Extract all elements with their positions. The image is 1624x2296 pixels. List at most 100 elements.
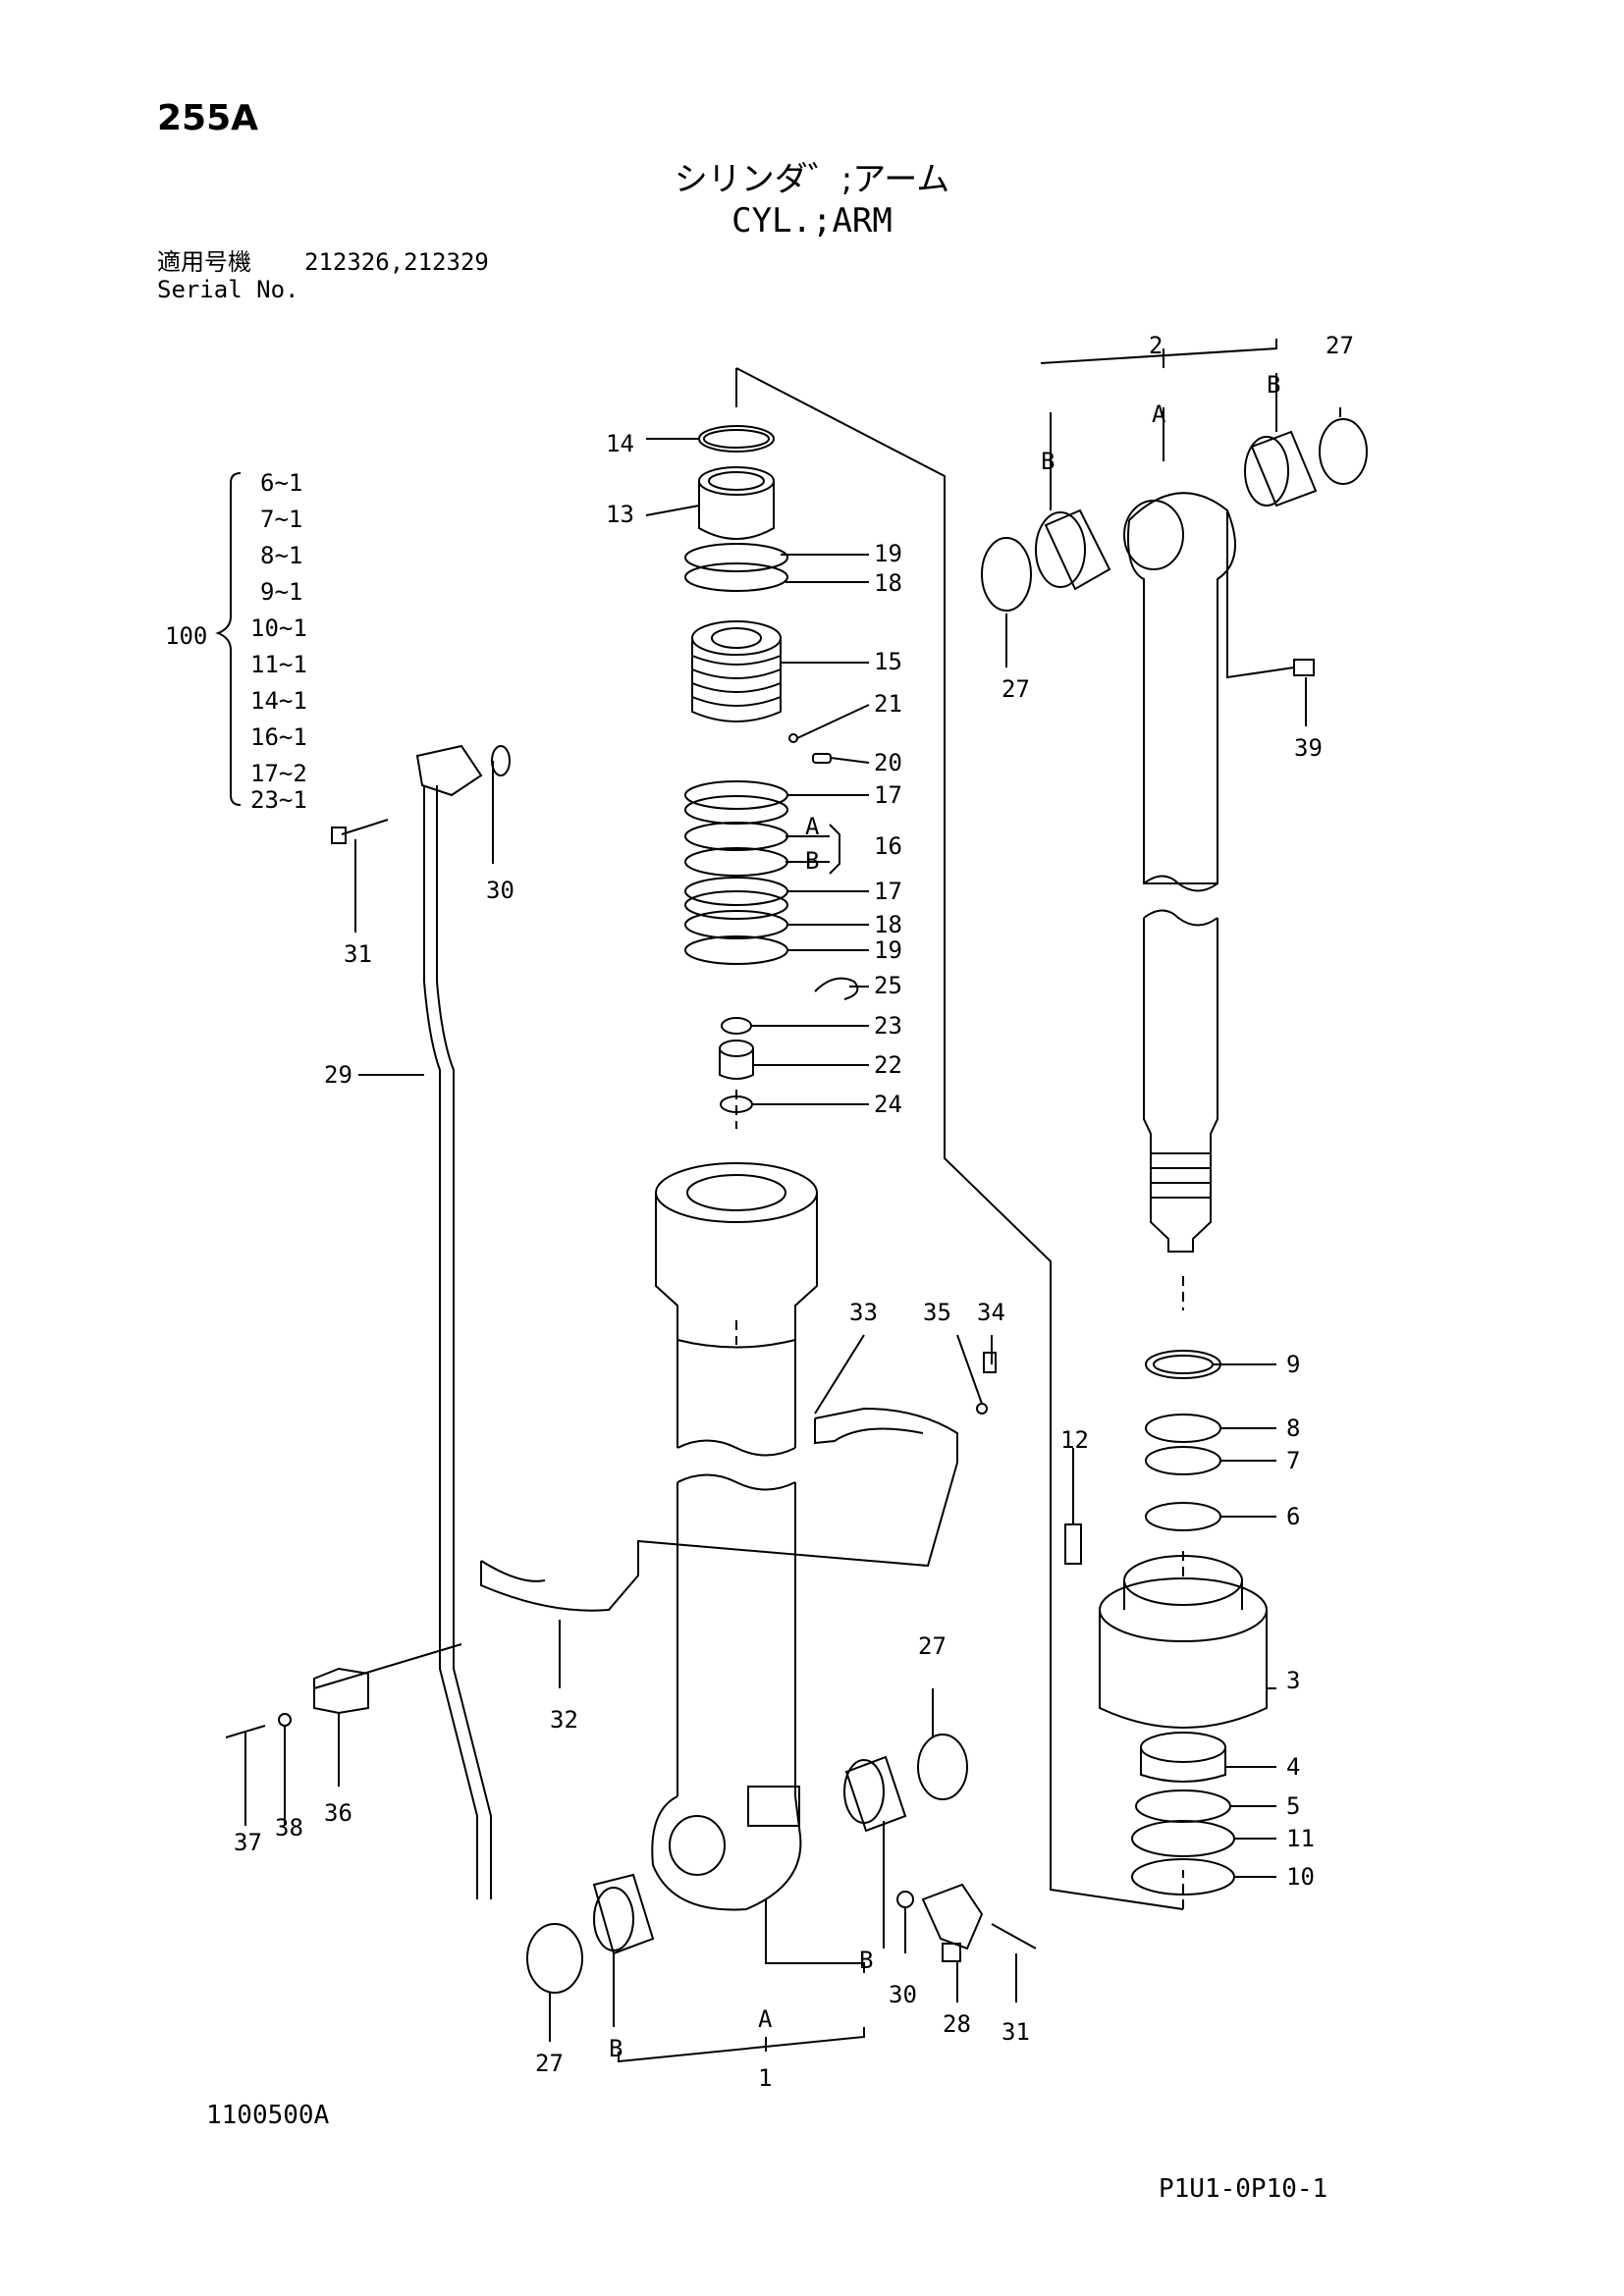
kit-item: 23~1 bbox=[250, 786, 307, 814]
grease-fitting-39 bbox=[1293, 659, 1315, 676]
bushing-b-bottom-left bbox=[592, 1873, 655, 1955]
clamp-33 bbox=[814, 1407, 958, 1463]
callout-18: 18 bbox=[874, 911, 902, 938]
callout-34: 34 bbox=[977, 1299, 1005, 1326]
leaders-right bbox=[354, 761, 1276, 1878]
ring-19-bottom bbox=[684, 935, 788, 965]
rod-break-top bbox=[1143, 875, 1218, 892]
seal-27-top-right bbox=[1319, 418, 1368, 485]
label-a-top: A bbox=[1152, 400, 1166, 428]
drawing-number: 1100500A bbox=[206, 2101, 330, 2130]
callout-31: 31 bbox=[344, 940, 372, 968]
rod-eye bbox=[1127, 492, 1236, 884]
callout-23: 23 bbox=[874, 1012, 902, 1040]
bushing-4 bbox=[1140, 1747, 1226, 1783]
callout-39: 39 bbox=[1294, 734, 1323, 762]
oring-30-bottom bbox=[896, 1891, 914, 1908]
label-b-bottom-right: B bbox=[859, 1947, 873, 1974]
callout-20: 20 bbox=[874, 749, 902, 776]
callout-32: 32 bbox=[550, 1706, 578, 1734]
rod-shaft bbox=[1143, 918, 1218, 1253]
pipe-flange-top bbox=[415, 744, 483, 797]
bolt-12 bbox=[1064, 1523, 1082, 1565]
tube-break-top bbox=[677, 1439, 796, 1457]
cylinder-eye-bore bbox=[669, 1815, 726, 1876]
callout-19: 19 bbox=[874, 540, 902, 567]
kit-item: 17~2 bbox=[250, 760, 307, 787]
leaders-center bbox=[645, 438, 870, 1105]
callout-21: 21 bbox=[874, 690, 902, 718]
ring-16b bbox=[684, 847, 788, 877]
oring-30-top bbox=[491, 745, 511, 776]
ball-21 bbox=[788, 733, 798, 743]
pipe-29 bbox=[436, 785, 492, 1899]
callout-18: 18 bbox=[874, 569, 902, 597]
label-a-16: A bbox=[805, 813, 820, 840]
callout-25: 25 bbox=[874, 972, 902, 999]
rod-break-bottom bbox=[1143, 909, 1218, 927]
sheet-code: P1U1-0P10-1 bbox=[1159, 2174, 1328, 2204]
kit-item: 11~1 bbox=[250, 651, 307, 678]
callout-16: 16 bbox=[874, 832, 902, 860]
label-b-16: B bbox=[805, 847, 819, 875]
guide-dashes bbox=[735, 1090, 1184, 1909]
kit-number: 100 bbox=[165, 622, 207, 650]
callout-2: 2 bbox=[1149, 332, 1163, 359]
bolt-31-top bbox=[341, 819, 389, 835]
seal-27-right bbox=[917, 1734, 968, 1800]
kit-item: 10~1 bbox=[250, 614, 307, 642]
ring-18-top bbox=[684, 562, 788, 592]
nut-15 bbox=[691, 638, 782, 722]
callout-27: 27 bbox=[535, 2050, 564, 2077]
callout-15: 15 bbox=[874, 648, 902, 675]
label-a-bottom: A bbox=[758, 2005, 773, 2033]
callout-29: 29 bbox=[324, 1061, 352, 1089]
bushing-b-top-right bbox=[1250, 430, 1318, 507]
serial-values: 212326,212329 bbox=[304, 248, 489, 276]
clamp-32 bbox=[480, 1556, 639, 1612]
ring-16a bbox=[684, 822, 788, 851]
callout-35: 35 bbox=[923, 1299, 951, 1326]
bolt-34 bbox=[983, 1352, 997, 1373]
callout-31: 31 bbox=[1001, 2018, 1030, 2046]
kit-item: 6~1 bbox=[260, 469, 302, 497]
tube-break-bottom bbox=[677, 1473, 796, 1491]
assembly-guide-line bbox=[735, 367, 1184, 1910]
callout-36: 36 bbox=[324, 1799, 352, 1827]
callout-4: 4 bbox=[1286, 1753, 1300, 1781]
leaders-lower bbox=[244, 1334, 1017, 2063]
label-b-top-right: B bbox=[1267, 371, 1280, 399]
ring-11 bbox=[1131, 1820, 1235, 1857]
page-number: 255A bbox=[157, 98, 259, 138]
seal-5 bbox=[1135, 1789, 1231, 1823]
callout-10: 10 bbox=[1286, 1863, 1315, 1891]
callout-17: 17 bbox=[874, 781, 902, 809]
callout-1: 1 bbox=[758, 2064, 772, 2092]
bracket-36 bbox=[313, 1667, 369, 1715]
callout-7: 7 bbox=[1286, 1447, 1300, 1474]
port-block bbox=[747, 1786, 800, 1827]
callout-3: 3 bbox=[1286, 1667, 1300, 1694]
ring-18-bottom bbox=[684, 910, 788, 939]
head-3 bbox=[1099, 1610, 1268, 1729]
ring-14-inner bbox=[703, 429, 770, 449]
ring-8 bbox=[1145, 1414, 1221, 1443]
cylinder-flange bbox=[655, 1162, 818, 1223]
setscrew-20 bbox=[812, 753, 832, 764]
bolt-31-bottom bbox=[991, 1923, 1037, 1949]
kit-item: 14~1 bbox=[250, 687, 307, 715]
callout-8: 8 bbox=[1286, 1415, 1300, 1442]
kit-item: 9~1 bbox=[260, 578, 302, 606]
callout-22: 22 bbox=[874, 1051, 902, 1079]
callout-5: 5 bbox=[1286, 1792, 1300, 1820]
callout-13: 13 bbox=[606, 501, 634, 528]
kit-brace bbox=[215, 472, 242, 806]
ring-7 bbox=[1145, 1446, 1221, 1475]
serial-label-en: Serial No. bbox=[157, 276, 299, 303]
ring-6 bbox=[1145, 1502, 1221, 1531]
callout-33: 33 bbox=[849, 1299, 878, 1326]
cylinder-tube-lower bbox=[677, 1482, 796, 1796]
title-japanese: シリンダ゛;アーム bbox=[674, 160, 950, 199]
label-b-top-left: B bbox=[1041, 448, 1055, 475]
